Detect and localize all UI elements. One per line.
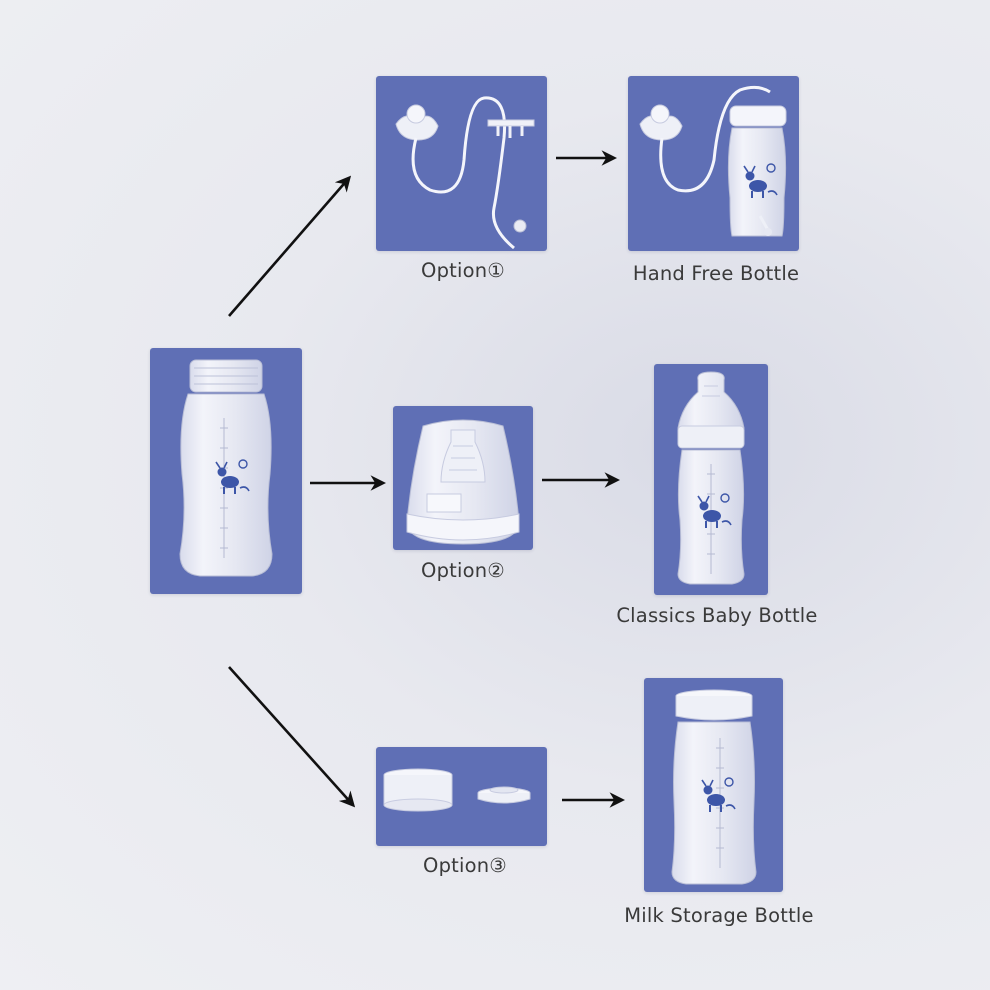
option-2-label: Option② — [421, 559, 505, 582]
arrow-to-option-3 — [228, 666, 356, 808]
storage-bottle-card — [644, 678, 783, 892]
classic-bottle-icon — [677, 371, 745, 585]
hand-free-bottle-icon — [639, 85, 787, 237]
straw-weighted-icon — [395, 96, 535, 250]
hand-free-bottle-label: Hand Free Bottle — [632, 262, 800, 285]
option-2-card — [393, 406, 533, 550]
option-1-card — [376, 76, 547, 251]
bottle-body-icon — [179, 359, 273, 577]
option-3-card — [376, 747, 547, 846]
storage-bottle-icon — [671, 689, 757, 885]
nipple-cap-icon — [406, 419, 520, 545]
sealing-lids-icon — [383, 768, 531, 812]
storage-bottle-label: Milk Storage Bottle — [624, 904, 814, 927]
arrow-to-option-1 — [228, 175, 352, 317]
option-3-label: Option③ — [423, 854, 507, 877]
classic-bottle-label: Classics Baby Bottle — [616, 604, 818, 627]
source-bottle-card — [150, 348, 302, 594]
hand-free-bottle-card — [628, 76, 799, 251]
option-1-label: Option① — [421, 259, 505, 282]
classic-bottle-card — [654, 364, 768, 595]
